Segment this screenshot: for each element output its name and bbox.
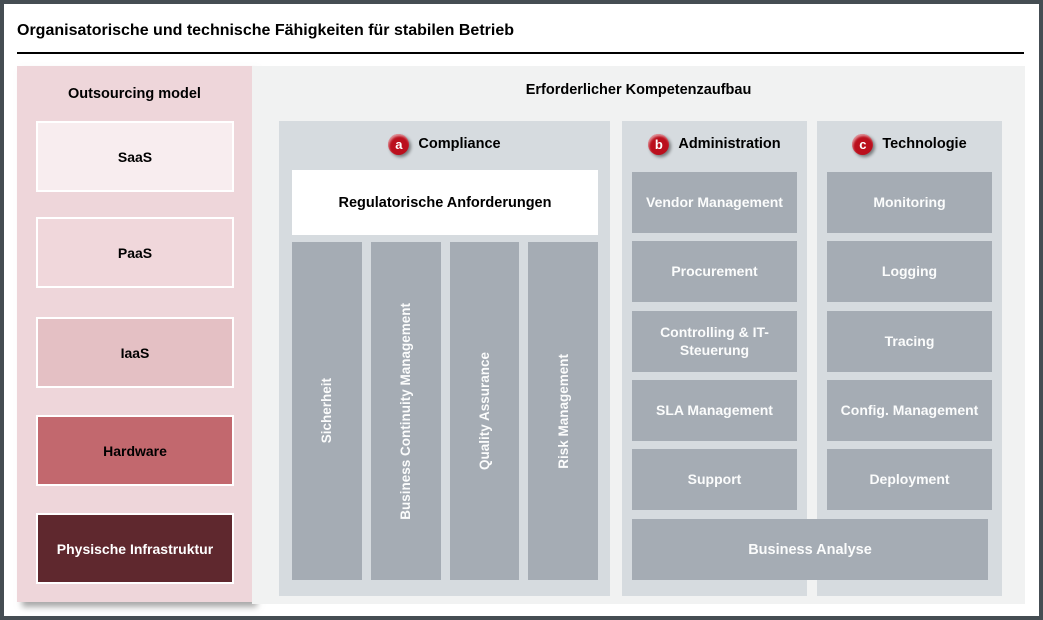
- box-support: Support: [632, 449, 797, 510]
- outsourcing-box-iaas: IaaS: [36, 317, 234, 388]
- regulatorische-anforderungen-box: Regulatorische Anforderungen: [292, 170, 598, 235]
- outsourcing-box-physische-infrastruktur: Physische Infrastruktur: [36, 513, 234, 584]
- vertical-bar-quality-assurance: Quality Assurance: [449, 242, 520, 580]
- vertical-bar-label: Risk Management: [555, 353, 571, 469]
- box-business-analyse: Business Analyse: [632, 519, 988, 580]
- compliance-vertical-bars: Sicherheit Business Continuity Managemen…: [292, 242, 598, 580]
- vertical-bar-label: Sicherheit: [319, 378, 335, 444]
- box-tracing: Tracing: [827, 311, 992, 372]
- box-deployment: Deployment: [827, 449, 992, 510]
- box-logging: Logging: [827, 241, 992, 302]
- outsourcing-box-hardware: Hardware: [36, 415, 234, 486]
- outsourcing-panel-header: Outsourcing model: [68, 86, 201, 102]
- administration-column: b Administration Vendor Management Procu…: [622, 121, 807, 596]
- box-procurement: Procurement: [632, 241, 797, 302]
- outsourcing-box-paas: PaaS: [36, 217, 234, 288]
- box-vendor-management: Vendor Management: [632, 172, 797, 233]
- vertical-bar-risk-management: Risk Management: [528, 242, 598, 580]
- kompetenz-panel: Erforderlicher Kompetenzaufbau a Complia…: [252, 66, 1025, 604]
- vertical-bar-business-continuity-management: Business Continuity Management: [370, 242, 441, 580]
- box-monitoring: Monitoring: [827, 172, 992, 233]
- compliance-column-title: Compliance: [418, 136, 501, 152]
- compliance-column: a Compliance Regulatorische Anforderunge…: [279, 121, 610, 596]
- box-controlling-it-steuerung: Controlling & IT-Steuerung: [632, 311, 797, 372]
- badge-c-icon: c: [852, 133, 874, 155]
- badge-a-icon: a: [388, 133, 410, 155]
- technologie-column: c Technologie Monitoring Logging Tracing…: [817, 121, 1002, 596]
- administration-column-header: b Administration: [622, 121, 807, 167]
- vertical-bar-label: Business Continuity Management: [398, 302, 414, 520]
- administration-column-title: Administration: [678, 136, 781, 152]
- badge-b-icon: b: [648, 133, 670, 155]
- technologie-column-title: Technologie: [882, 136, 967, 152]
- outsourcing-panel: Outsourcing model SaaS PaaS IaaS Hardwar…: [17, 66, 252, 602]
- vertical-bar-sicherheit: Sicherheit: [292, 242, 362, 580]
- title-underline: [17, 52, 1024, 54]
- kompetenz-panel-header: Erforderlicher Kompetenzaufbau: [525, 82, 752, 98]
- technologie-column-header: c Technologie: [817, 121, 1002, 167]
- page-title: Organisatorische und technische Fähigkei…: [17, 22, 514, 39]
- box-config-management: Config. Management: [827, 380, 992, 441]
- vertical-bar-label: Quality Assurance: [476, 351, 492, 471]
- outsourcing-box-saas: SaaS: [36, 121, 234, 192]
- compliance-column-header: a Compliance: [279, 121, 610, 167]
- box-sla-management: SLA Management: [632, 380, 797, 441]
